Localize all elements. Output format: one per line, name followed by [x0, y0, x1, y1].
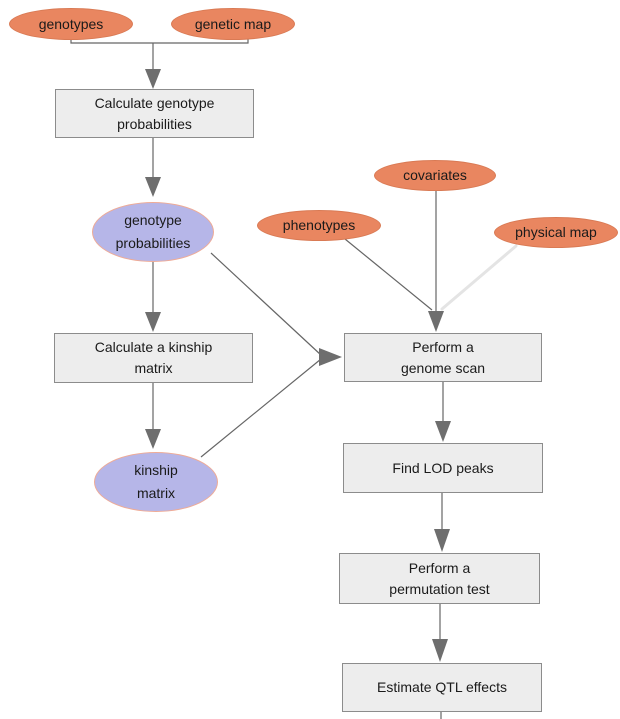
edge-perm-test-to-qtl-effects: [432, 604, 448, 662]
node-label-line: genome scan: [400, 359, 486, 376]
node-label-line: permutation test: [389, 580, 490, 597]
edge-covariates-phenotypes-to-genome-scan: [344, 191, 444, 332]
node-find-lod-peaks: Find LOD peaks: [343, 443, 543, 493]
edge-find-peaks-to-perm-test: [434, 493, 450, 552]
node-label: genetic map: [194, 15, 272, 32]
node-label-line: kinship: [134, 462, 178, 478]
node-label: physical map: [515, 224, 597, 240]
node-label-line: Calculate genotype: [94, 94, 215, 111]
node-kinship-matrix: kinship matrix: [94, 452, 218, 512]
edge-genoprob-to-calc-kinship: [145, 262, 161, 332]
node-calc-genotype-probs: Calculate genotype probabilities: [55, 89, 254, 138]
node-genetic-map: genetic map: [171, 8, 295, 40]
node-calc-kinship: Calculate a kinship matrix: [54, 333, 253, 383]
edge-calc-genoprob-to-genoprob: [145, 138, 161, 197]
edge-genoprob-kinship-to-genome-scan: [200, 252, 342, 458]
node-estimate-qtl-effects: Estimate QTL effects: [342, 663, 542, 712]
node-label: genotypes: [38, 15, 104, 32]
node-label-line: probabilities: [115, 235, 191, 251]
node-label-line: Perform a: [408, 559, 471, 576]
edge-genotypes-geneticmap-to-calc-genoprob: [70, 39, 249, 89]
node-genome-scan: Perform a genome scan: [344, 333, 542, 382]
node-label-line: matrix: [136, 485, 176, 501]
edge-physical-map-to-genome-scan: [440, 244, 518, 311]
node-genotypes: genotypes: [9, 8, 133, 40]
node-label-line: Calculate a kinship: [94, 339, 213, 355]
node-covariates: covariates: [374, 160, 496, 191]
node-label: phenotypes: [282, 217, 356, 233]
node-label-line: Perform a: [412, 338, 474, 355]
node-genotype-probabilities: genotype probabilities: [92, 202, 214, 262]
node-label-line: probabilities: [117, 115, 192, 132]
edge-genome-scan-to-find-peaks: [435, 382, 451, 442]
edge-calc-kinship-to-kinship: [145, 383, 161, 449]
node-label: Find LOD peaks: [392, 459, 494, 476]
node-label-line: matrix: [134, 360, 173, 376]
node-physical-map: physical map: [494, 217, 618, 248]
node-label: covariates: [403, 167, 467, 183]
node-label: Estimate QTL effects: [377, 679, 507, 695]
node-phenotypes: phenotypes: [257, 210, 381, 241]
node-label-line: genotype: [124, 212, 182, 228]
node-permutation-test: Perform a permutation test: [339, 553, 540, 604]
